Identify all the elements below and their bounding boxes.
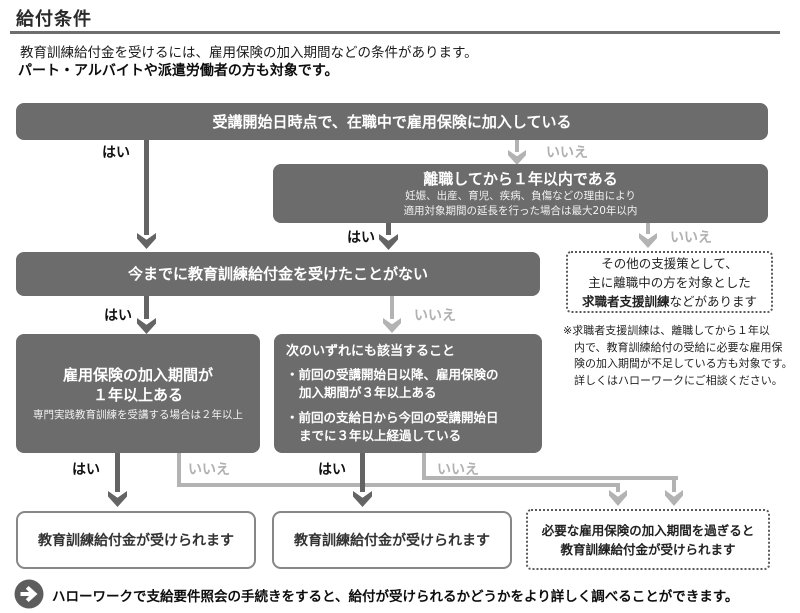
footer-note: ハローワークで支給要件照会の手続きをすると、給付が受けられるかどうかをより詳しく…: [52, 589, 739, 605]
q1-yes-arrow-stem: [144, 140, 149, 235]
q2-yes-arrow-stem: [386, 223, 391, 235]
result2-text: 教育訓練給付金が受けられます: [294, 533, 490, 549]
q4-line2: １年以上ある: [92, 385, 183, 404]
alt-support-line1: その他の支援策として、: [601, 255, 738, 271]
q4-line1: 雇用保険の加入期間が: [62, 365, 213, 384]
q5-yes-arrow-stem: [360, 453, 365, 492]
q5-yes-arrow-head-icon: [353, 491, 372, 507]
side-note-line2: 内で、教育訓練給付の受給に必要な雇用保: [574, 340, 783, 354]
q5-no-label: いいえ: [437, 462, 479, 478]
q3-no-arrow-stem: [390, 296, 394, 319]
side-note-line3: 険の加入期間が不足している方も対象です。: [574, 357, 793, 370]
q1-yes-arrow-head-icon: [137, 233, 156, 249]
q4-note: 専門実践教育訓練を受講する場合は２年以上: [33, 408, 243, 421]
side-note-line1: ※求職者支援訓練は、離職してから１年以: [563, 324, 770, 337]
side-note: ※求職者支援訓練は、離職してから１年以 内で、教育訓練給付の受給に必要な雇用保 …: [563, 323, 800, 389]
q1-no-label: いいえ: [546, 145, 588, 161]
q5-item1-line1: ・前回の受講開始日以降、雇用保険の: [286, 367, 499, 382]
alt-support-line3: 求職者支援訓練などがあります: [582, 292, 757, 311]
q4-no-label: いいえ: [188, 462, 230, 478]
q5-item2-line1: ・前回の支給日から今回の受講開始日: [286, 410, 499, 425]
q5-no-elbow-drop: [672, 480, 676, 492]
decision-box-q3-never-received-benefit: 今までに教育訓練給付金を受けたことがない: [16, 252, 540, 296]
decision-box-q1-employed-insured: 受講開始日時点で、在職中で雇用保険に加入している: [16, 103, 768, 140]
q4-yes-arrow-head-icon: [108, 491, 127, 507]
q2-yes-label: はい: [347, 230, 375, 246]
q1-yes-label: はい: [102, 145, 130, 161]
q4-no-elbow-vertical: [177, 453, 181, 487]
q1-text: 受講開始日時点で、在職中で雇用保険に加入している: [212, 112, 572, 131]
intro-text: 教育訓練給付金を受けるには、雇用保険の加入期間などの条件があります。: [20, 45, 478, 61]
q4-no-elbow-drop: [616, 487, 620, 492]
result-box-benefit-available-1: 教育訓練給付金が受けられます: [16, 511, 256, 569]
q3-yes-label: はい: [104, 308, 132, 324]
decision-box-q5-both-conditions: 次のいずれにも該当すること ・前回の受講開始日以降、雇用保険の 加入期間が３年以…: [274, 334, 542, 453]
q1-no-arrow-head-icon: [508, 150, 526, 165]
alt-support-box: その他の支援策として、 主に離職中の方を対象とした 求職者支援訓練などがあります: [566, 251, 773, 313]
q3-yes-arrow-stem: [144, 296, 149, 319]
q4-yes-label: はい: [72, 462, 100, 478]
q5-item1-line2: 加入期間が３年以上ある: [299, 385, 437, 400]
q5-yes-label: はい: [318, 462, 346, 478]
q2-no-arrow-head-icon: [639, 233, 657, 248]
q2-yes-arrow-head-icon: [379, 234, 398, 250]
q2-note-line1: 妊娠、出産、育児、疾病、負傷などの理由により: [405, 190, 636, 202]
q4-yes-arrow-stem: [115, 453, 120, 492]
q1-no-arrow-stem: [515, 140, 519, 152]
q2-no-arrow-stem: [646, 223, 650, 234]
q5-no-arrow-head-icon: [665, 490, 683, 506]
q5-title: 次のいずれにも該当すること: [286, 344, 456, 359]
q2-title: 離職してから１年以内である: [423, 170, 618, 188]
result3-line1: 必要な雇用保険の加入期間を過ぎると: [541, 522, 755, 538]
q2-no-label: いいえ: [670, 230, 712, 246]
q3-yes-arrow-head-icon: [137, 318, 156, 334]
alt-support-line3-bold: 求職者支援訓練: [581, 293, 670, 309]
q3-no-arrow-head-icon: [383, 318, 401, 333]
q3-text: 今までに教育訓練給付金を受けたことがない: [127, 265, 428, 283]
side-note-line4: 詳しくはハローワークにご相談ください。: [574, 373, 783, 387]
intro-emphasis-text: パート・アルバイトや派遣労働者の方も対象です。: [18, 63, 339, 79]
result-box-benefit-after-period: 必要な雇用保険の加入期間を過ぎると 教育訓練給付金が受けられます: [526, 509, 770, 570]
page-title: 給付条件: [16, 9, 92, 30]
alt-support-line2: 主に離職中の方を対象とした: [588, 274, 751, 290]
q5-item2-line2: までに３年以上経過している: [299, 428, 462, 443]
q5-no-elbow-vertical: [422, 453, 426, 480]
decision-box-q2-within-one-year: 離職してから１年以内である 妊娠、出産、育児、疾病、負傷などの理由により 適用対…: [273, 164, 768, 223]
q2-note-line2: 適用対象期間の延長を行った場合は最大20年以内: [403, 204, 638, 217]
arrow-right-circle-icon: [14, 579, 44, 609]
title-underline: [10, 31, 780, 34]
q3-no-label: いいえ: [414, 308, 456, 324]
result-box-benefit-available-2: 教育訓練給付金が受けられます: [272, 511, 512, 569]
result3-line2: 教育訓練給付金が受けられます: [560, 541, 736, 557]
result1-text: 教育訓練給付金が受けられます: [38, 533, 234, 549]
decision-box-q4-insured-one-year: 雇用保険の加入期間が １年以上ある 専門実践教育訓練を受講する場合は２年以上: [16, 334, 260, 453]
q5-no-elbow-horizontal: [422, 476, 678, 480]
q4-no-arrow-head-icon: [609, 490, 627, 506]
alt-support-line3-rest: などがあります: [669, 293, 758, 309]
q4-no-elbow-horizontal: [177, 483, 620, 487]
